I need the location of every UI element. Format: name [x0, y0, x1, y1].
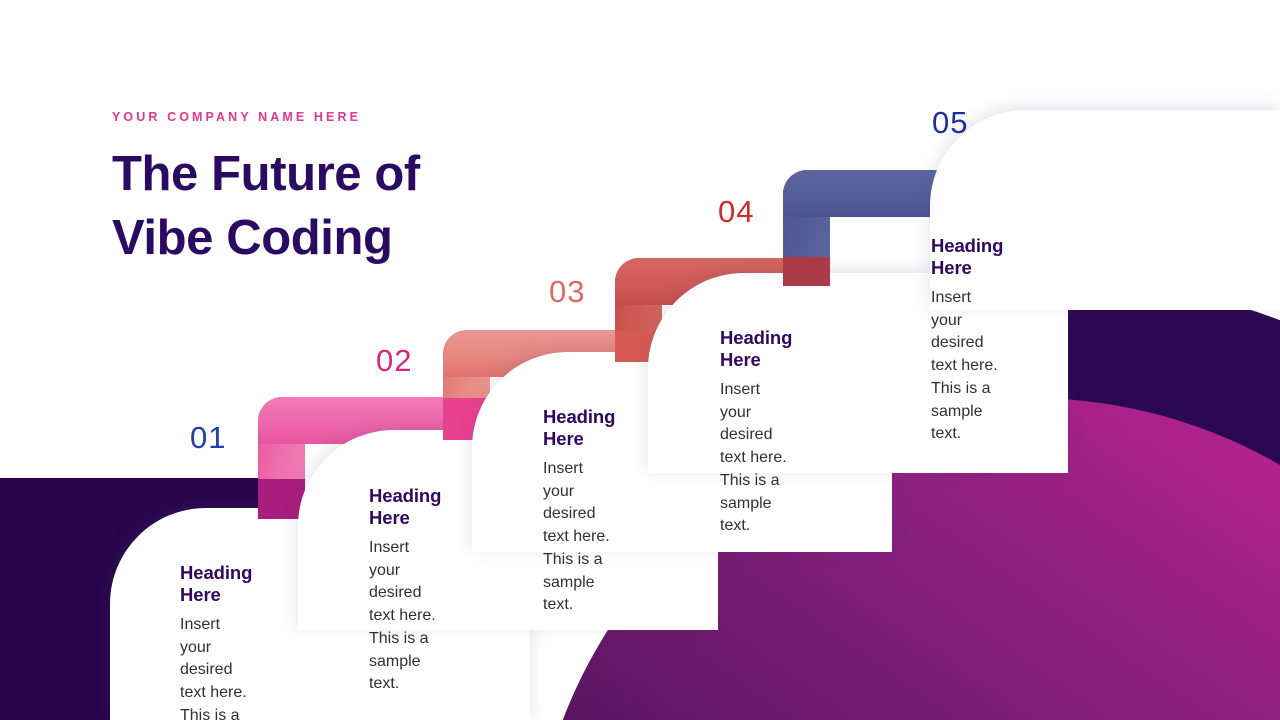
step-heading-02: Heading Here	[369, 485, 442, 528]
step-heading-05: Heading Here	[931, 235, 1004, 278]
step-body-line1-01: Insert your desired text here.	[180, 616, 247, 702]
step-ribbon-overlap-01	[258, 478, 305, 519]
step-body-line2-03: This is a sample text.	[543, 550, 603, 614]
step-body-04: Insert your desired text here. This is a…	[720, 379, 792, 538]
step-number-03: 03	[549, 274, 586, 309]
step-text-02: Heading Here Insert your desired text he…	[369, 485, 441, 696]
step-number-02: 02	[376, 343, 413, 378]
step-body-line1-02: Insert your desired text here.	[369, 539, 436, 625]
step-body-03: Insert your desired text here. This is a…	[543, 458, 615, 617]
step-body-line2-05: This is a sample text.	[931, 379, 991, 443]
step-ribbon-01	[258, 397, 476, 519]
step-body-02: Insert your desired text here. This is a…	[369, 537, 441, 696]
step-heading-01: Heading Here	[180, 562, 253, 605]
step-text-05: Heading Here Insert your desired text he…	[931, 235, 1003, 446]
slide-title-line-1: The Future of	[112, 147, 420, 201]
step-body-line1-04: Insert your desired text here.	[720, 381, 787, 467]
step-body-line2-01: This is a sample text.	[180, 706, 240, 720]
step-body-01: Insert your desired text here. This is a…	[180, 614, 252, 720]
step-number-04: 04	[718, 194, 755, 229]
step-body-line1-03: Insert your desired text here.	[543, 460, 610, 546]
slide-title: The Future of Vibe Coding	[112, 143, 420, 270]
slide-title-line-2: Vibe Coding	[112, 210, 393, 265]
step-body-line1-05: Insert your desired text here.	[931, 289, 998, 375]
step-text-03: Heading Here Insert your desired text he…	[543, 406, 615, 617]
step-number-05: 05	[932, 105, 969, 140]
slide-header: YOUR COMPANY NAME HERE The Future of Vib…	[112, 110, 420, 270]
step-body-line2-04: This is a sample text.	[720, 471, 780, 535]
step-heading-03: Heading Here	[543, 406, 616, 449]
company-name-eyebrow: YOUR COMPANY NAME HERE	[112, 110, 362, 124]
step-text-01: Heading Here Insert your desired text he…	[180, 562, 252, 720]
step-body-05: Insert your desired text here. This is a…	[931, 287, 1003, 446]
step-heading-04: Heading Here	[720, 327, 793, 370]
step-number-01: 01	[190, 420, 227, 455]
step-ribbon-overlap-04	[783, 256, 830, 286]
step-text-04: Heading Here Insert your desired text he…	[720, 327, 792, 538]
step-card-05	[930, 110, 1280, 310]
step-body-line2-02: This is a sample text.	[369, 629, 429, 693]
